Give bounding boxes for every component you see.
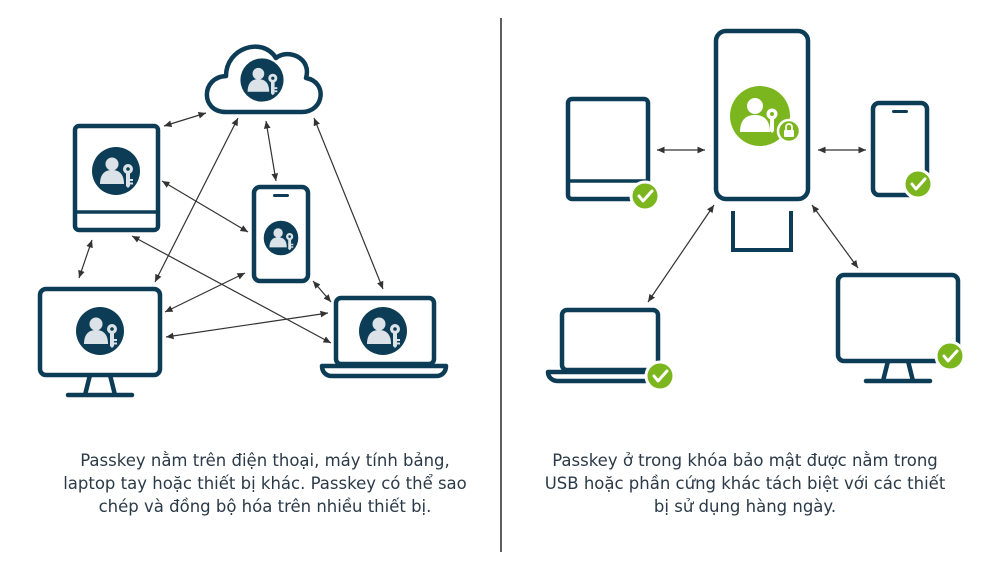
arrow-tablet-monitor	[78, 239, 93, 279]
left-panel	[37, 44, 449, 398]
arrow-cloud-monitor	[154, 117, 239, 283]
left-caption: Passkey nằm trên điện thoại, máy tính bả…	[55, 449, 475, 518]
right-caption: Passkey ở trong khóa bảo mật được nằm tr…	[535, 449, 955, 518]
passkey-person-key-icon	[76, 307, 124, 355]
left-caption-line: Passkey nằm trên điện thoại, máy tính bả…	[80, 451, 450, 470]
arrow-phone-laptop	[312, 280, 332, 303]
phone-device	[251, 184, 311, 284]
right-arrows	[647, 146, 866, 303]
arrow-phone-monitor	[164, 272, 246, 313]
laptop-device	[319, 295, 449, 379]
check-icon	[629, 180, 661, 212]
right-caption-line: bị sử dụng hàng ngày.	[653, 497, 837, 516]
tablet-device-verified	[565, 96, 661, 212]
passkey-person-key-icon	[359, 307, 407, 355]
right-caption-line: USB hoặc phần cứng khác tách biệt với cá…	[544, 474, 946, 493]
check-icon	[934, 340, 966, 372]
right-caption-line: Passkey ở trong khóa bảo mật được nằm tr…	[552, 451, 938, 470]
monitor-device-verified	[835, 272, 966, 384]
arrow-key-laptop	[647, 204, 715, 303]
left-sync-arrows	[78, 112, 384, 344]
cloud-device	[204, 44, 323, 115]
passkey-person-key-icon	[240, 58, 284, 102]
right-panel	[545, 28, 966, 392]
passkey-person-key-lock-icon	[730, 86, 802, 146]
left-caption-line: laptop tay hoặc thiết bị khác. Passkey c…	[63, 474, 467, 493]
arrow-key-monitor	[811, 204, 859, 269]
arrow-tablet-phone	[161, 180, 249, 233]
security-key-device	[713, 28, 811, 252]
arrow-cloud-laptop	[313, 117, 384, 290]
left-caption-line: chép và đồng bộ hóa trên nhiều thiết bị.	[98, 497, 432, 516]
check-icon	[902, 168, 934, 200]
passkey-person-key-icon	[92, 147, 140, 195]
arrow-cloud-phone	[263, 120, 279, 182]
phone-device-verified	[870, 100, 934, 200]
tablet-device	[72, 123, 161, 233]
arrow-cloud-tablet	[163, 112, 207, 127]
laptop-device-verified	[545, 307, 676, 392]
monitor-device	[37, 286, 163, 398]
check-icon	[644, 360, 676, 392]
passkey-person-key-icon	[263, 220, 299, 256]
arrow-monitor-laptop	[165, 310, 329, 340]
